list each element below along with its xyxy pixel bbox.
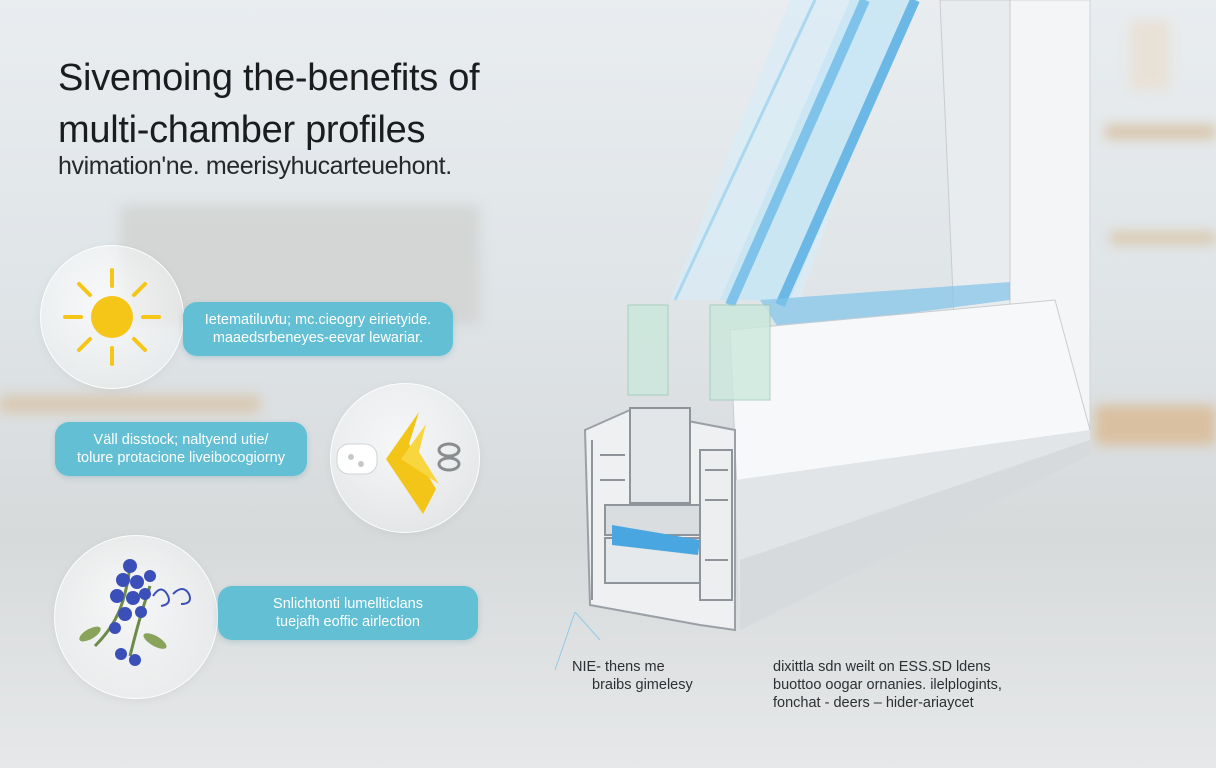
profile-ribs (591, 440, 728, 600)
title-line-2: multi-chamber profiles (58, 109, 426, 151)
feature-2-label: Väll disstock; naltyend utie/ tolure pro… (55, 422, 307, 476)
feature-1-icon-circle (40, 245, 184, 389)
feature-3-label: Snlichtonti lumellticlans tuejafh eoffic… (218, 586, 478, 640)
blurred-wood-floor (0, 395, 260, 413)
page-subtitle: hvimation'ne. meerisyhucarteuehont. (58, 152, 452, 180)
annotation-left-line-1: NIE- thens me (572, 659, 665, 675)
feature-1-label: Ietematiluvtu; mc.cieogry eirietyide. ma… (183, 302, 453, 356)
sound-wave-icon (336, 412, 461, 514)
blurred-frame (1130, 20, 1170, 90)
title-line-1: Sivemoing the-benefits of (58, 57, 480, 99)
feature-1-line-1: Ietematiluvtu; mc.cieogry eirietyide. (204, 312, 432, 328)
sash-rail-lower (740, 440, 1090, 630)
glass-edge (775, 0, 920, 308)
blurred-shelf (1105, 125, 1216, 139)
sash-bottom (760, 282, 1010, 330)
sun-icon (63, 268, 161, 366)
annotation-left: NIE- thens me braibs gimelesy (572, 658, 693, 694)
annotation-right-line-3: fonchat - deers – hider-ariaycet (773, 695, 974, 711)
annotation-left-line-2: braibs gimelesy (592, 677, 693, 693)
annotation-right: dixittla sdn weilt on ESS.SD ldens buott… (773, 658, 1002, 712)
profile-chamber (629, 407, 691, 504)
blurred-shelf (1110, 232, 1216, 244)
annotation-right-line-2: buottoo oogar ornanies. ilelplogints, (773, 677, 1002, 693)
glass-edge (673, 0, 817, 301)
blurred-table (1095, 405, 1216, 445)
feature-2-line-2: tolure protacione liveibocogiorny (77, 450, 285, 466)
feature-3-line-2: tuejafh eoffic airlection (275, 614, 421, 630)
feature-2-line-1: Väll disstock; naltyend utie/ (93, 432, 269, 448)
glass-edge (725, 0, 870, 308)
annotation-leader (554, 611, 601, 671)
glazing-bead (709, 304, 771, 401)
profile-chamber (699, 449, 733, 601)
feature-3-line-1: Snlichtonti lumellticlans (273, 596, 423, 612)
feature-1-line-2: maaedsrbeneyes-eevar lewariar. (212, 330, 424, 346)
feature-2-icon-circle (330, 383, 480, 533)
page-title: Sivemoing the-benefits of multi-chamber … (58, 52, 618, 156)
feature-3-icon-circle (54, 535, 218, 699)
seal-blue (612, 525, 700, 555)
flower-icon (79, 559, 191, 666)
annotation-right-line-1: dixittla sdn weilt on ESS.SD ldens (773, 659, 991, 675)
glazing-bead (627, 304, 669, 396)
